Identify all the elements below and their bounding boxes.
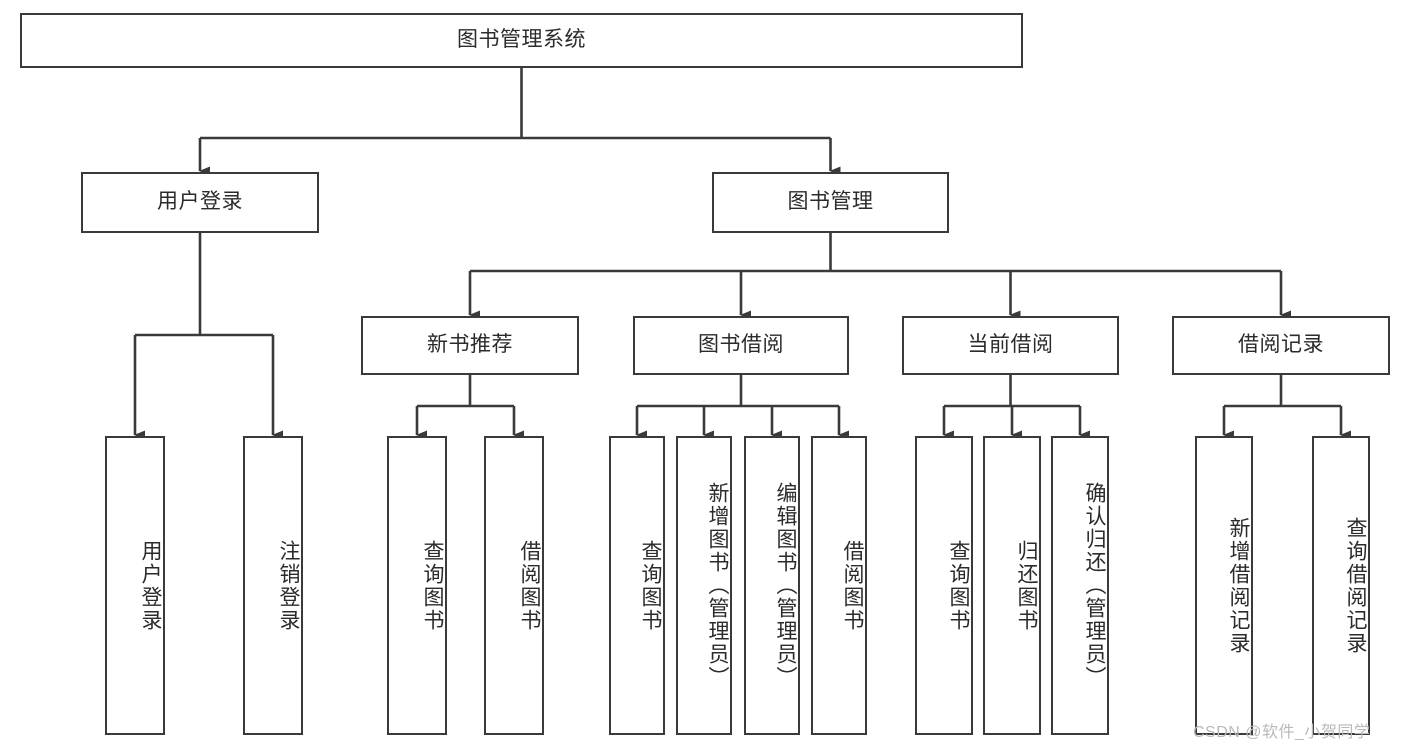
csdn-watermark: CSDN @软件_小贺同学	[1193, 724, 1371, 741]
leaf-leaf-return-book[interactable]: 归还图书	[983, 436, 1041, 735]
node-label: 确认归还（管理员）	[1083, 482, 1106, 689]
leaf-leaf-confirm-return[interactable]: 确认归还（管理员）	[1051, 436, 1109, 735]
node-label: 新书推荐	[427, 333, 513, 357]
node-label: 注销登录	[277, 539, 300, 632]
leaf-leaf-query-record[interactable]: 查询借阅记录	[1312, 436, 1370, 735]
leaf-leaf-add-book[interactable]: 新增图书（管理员）	[676, 436, 732, 735]
leaf-leaf-query-book-2[interactable]: 查询图书	[609, 436, 665, 735]
node-current-borrow[interactable]: 当前借阅	[902, 316, 1119, 375]
node-label: 当前借阅	[967, 333, 1054, 357]
node-label: 编辑图书（管理员）	[774, 482, 797, 689]
node-label: 用户登录	[139, 539, 162, 632]
leaf-leaf-user-login[interactable]: 用户登录	[105, 436, 165, 735]
node-label: 新增图书（管理员）	[706, 482, 729, 689]
leaf-leaf-user-logout[interactable]: 注销登录	[243, 436, 303, 735]
node-label: 借阅记录	[1238, 333, 1324, 357]
root-node-root[interactable]: 图书管理系统	[20, 13, 1023, 68]
leaf-leaf-borrow-book-1[interactable]: 借阅图书	[484, 436, 544, 735]
node-borrow-record[interactable]: 借阅记录	[1172, 316, 1390, 375]
node-label: 借阅图书	[841, 539, 864, 632]
node-label: 图书管理系统	[457, 28, 586, 52]
node-label: 归还图书	[1015, 539, 1038, 632]
node-new-book-recommend[interactable]: 新书推荐	[361, 316, 579, 375]
node-label: 查询图书	[421, 539, 444, 632]
leaf-leaf-borrow-book-2[interactable]: 借阅图书	[811, 436, 867, 735]
node-book-manage[interactable]: 图书管理	[712, 172, 949, 233]
node-user-login[interactable]: 用户登录	[81, 172, 319, 233]
node-label: 图书管理	[787, 190, 874, 214]
leaf-leaf-edit-book[interactable]: 编辑图书（管理员）	[744, 436, 800, 735]
node-label: 图书借阅	[698, 333, 784, 357]
node-label: 查询图书	[639, 539, 662, 632]
node-label: 借阅图书	[518, 539, 541, 632]
node-label: 新增借阅记录	[1227, 516, 1250, 655]
leaf-leaf-add-record[interactable]: 新增借阅记录	[1195, 436, 1253, 735]
node-label: 查询图书	[947, 539, 970, 632]
node-label: 查询借阅记录	[1344, 516, 1367, 655]
leaf-leaf-query-book-3[interactable]: 查询图书	[915, 436, 973, 735]
node-label: 用户登录	[157, 190, 243, 214]
leaf-leaf-query-book-1[interactable]: 查询图书	[387, 436, 447, 735]
node-book-borrow[interactable]: 图书借阅	[633, 316, 849, 375]
